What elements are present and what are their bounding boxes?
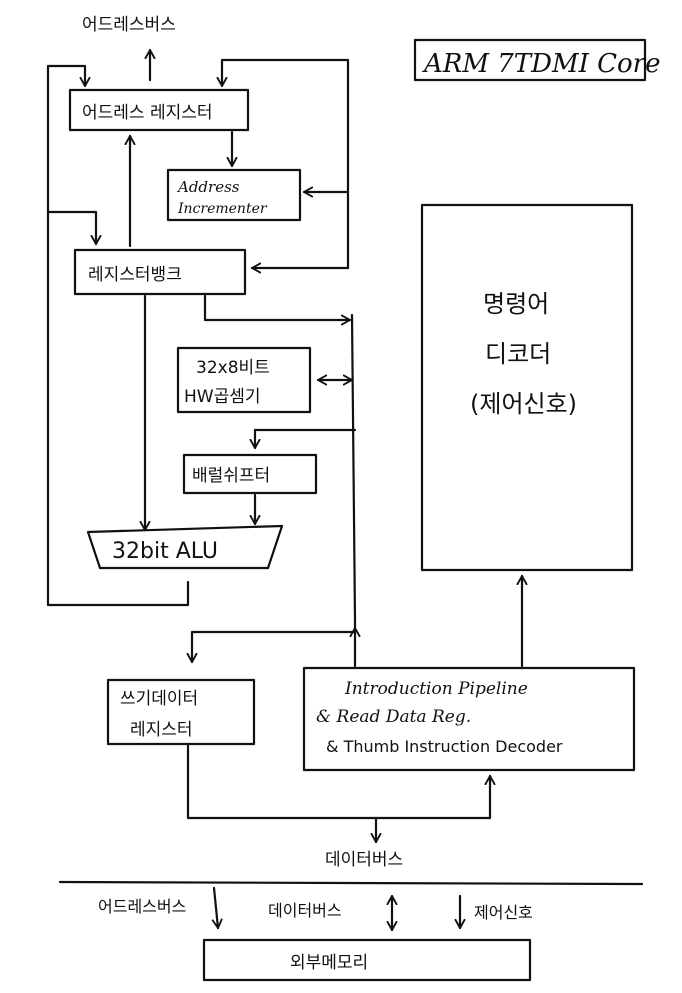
instruction-decoder-line3: (제어신호) — [470, 390, 577, 418]
write-register-to-data-bus — [186, 744, 496, 820]
address-register: 어드레스 레지스터 — [68, 88, 250, 132]
address-register-label: 어드레스 레지스터 — [82, 103, 213, 123]
address-incrementer: Address Incrementer — [166, 168, 302, 222]
address-bus-top-label: 어드레스버스 — [82, 15, 176, 35]
bottom-data-bus-label: 데이터버스 — [268, 901, 342, 920]
address-incrementer-line1: Address — [176, 178, 240, 196]
instruction-pipeline: Introduction Pipeline & Read Data Reg. &… — [302, 666, 636, 772]
bus-to-write-data-register — [186, 618, 357, 664]
instruction-decoder-line1: 명령어 — [483, 290, 549, 318]
incrementer-to-address-register-loop — [216, 58, 350, 270]
pipeline-line2: & Read Data Reg. — [316, 707, 471, 727]
alu-label: 32bit ALU — [112, 539, 218, 564]
bottom-address-bus-arrow — [211, 886, 223, 930]
control-signal-label: 제어신호 — [474, 903, 533, 922]
bottom-address-bus-label: 어드레스버스 — [98, 897, 186, 916]
pipeline-line3: & Thumb Instruction Decoder — [326, 737, 563, 756]
bus-to-barrel-shifter — [249, 428, 357, 450]
register-bank: 레지스터뱅크 — [73, 248, 247, 296]
alu: 32bit ALU — [86, 524, 284, 570]
pipeline-line1: Introduction Pipeline — [344, 679, 528, 699]
diagram-title: ARM 7TDMI Core — [422, 49, 661, 79]
alu-to-address-register-loop — [46, 64, 190, 607]
instruction-decoder-line2: 디코더 — [485, 340, 551, 368]
write-data-register: 쓰기데이터 레지스터 — [106, 678, 256, 746]
system-bus-line — [58, 880, 644, 886]
write-data-register-line2: 레지스터 — [130, 720, 193, 740]
data-bus-label: 데이터버스 — [325, 850, 403, 870]
barrel-shifter-label: 배럴쉬프터 — [192, 466, 270, 486]
instruction-decoder: 명령어 디코더 (제어신호) — [420, 203, 634, 572]
loop-into-register-bank — [46, 210, 102, 246]
write-data-register-line1: 쓰기데이터 — [120, 689, 198, 709]
multiplier-line2: HW곱셈기 — [184, 387, 261, 407]
multiplier: 32x8비트 HW곱셈기 — [176, 346, 312, 414]
register-bank-label: 레지스터뱅크 — [88, 265, 182, 285]
multiplier-line1: 32x8비트 — [196, 358, 270, 378]
internal-bus — [350, 313, 357, 622]
title-box: ARM 7TDMI Core — [413, 38, 661, 82]
external-memory-label: 외부메모리 — [290, 953, 368, 973]
barrel-shifter: 배럴쉬프터 — [182, 453, 318, 495]
external-memory: 외부메모리 — [202, 938, 532, 982]
address-incrementer-line2: Incrementer — [177, 201, 268, 217]
register-bank-to-bus — [203, 294, 352, 326]
